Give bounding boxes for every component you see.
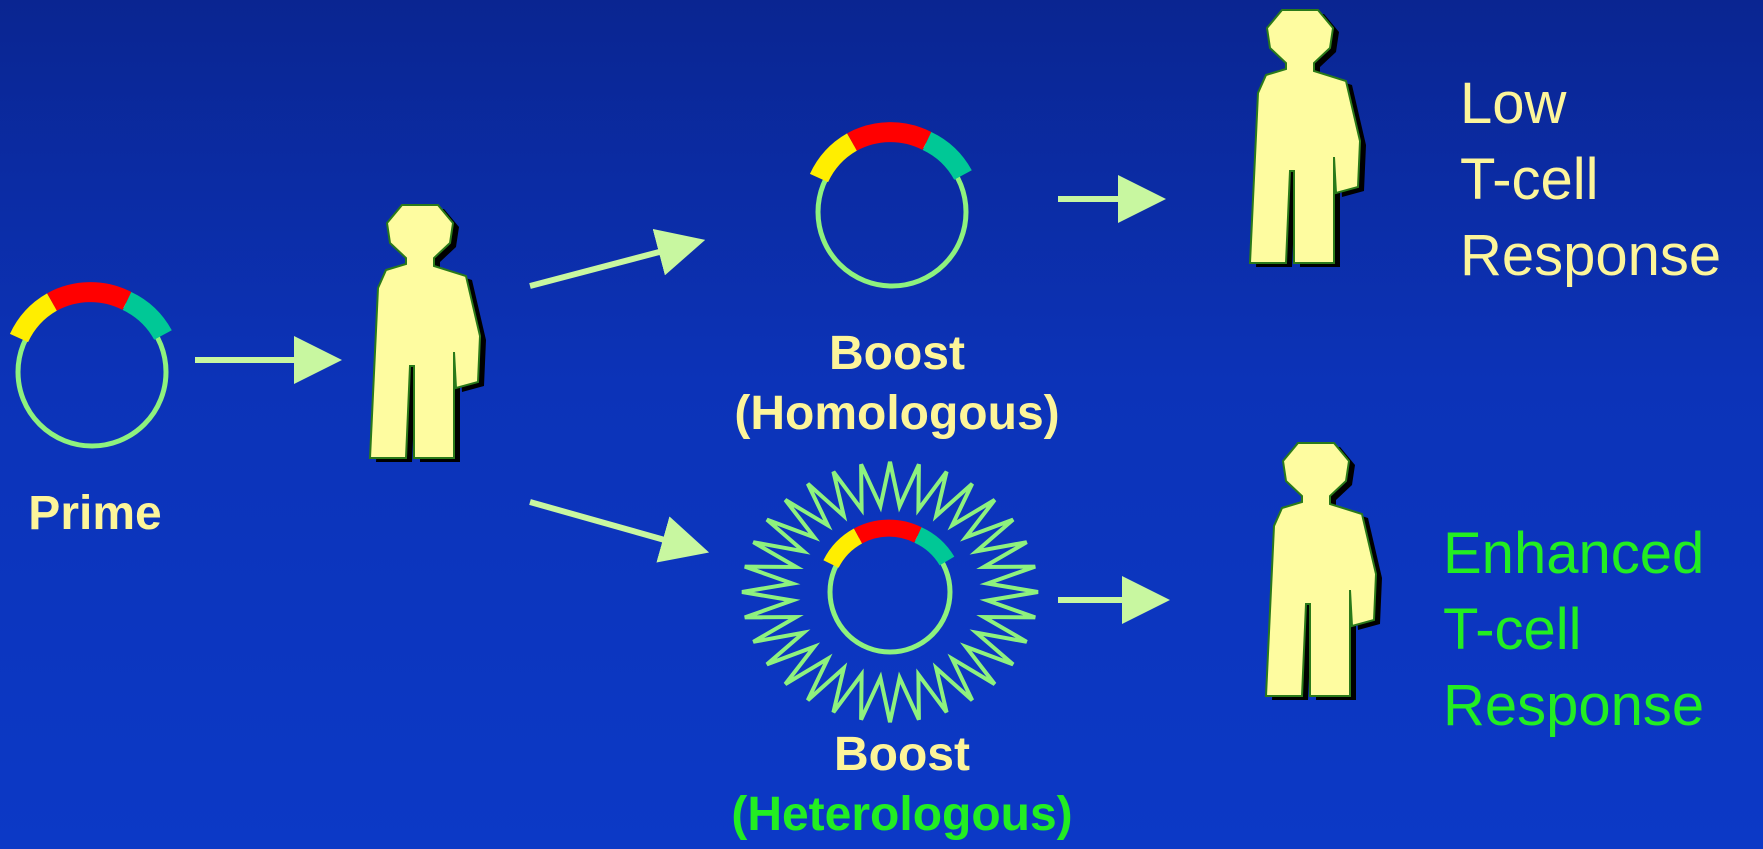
prime-label-text: Prime [0,484,190,544]
enhanced-response-person-icon [1266,443,1382,700]
prime-label: Prime [0,484,190,544]
low-response-label: Low T-cell Response [1460,66,1721,294]
boost-homologous-line2: (Homologous) [697,384,1097,444]
boost-heterologous-label: Boost (Heterologous) [697,725,1107,845]
enhanced-response-line2: T-cell [1443,592,1704,668]
boost-homologous-line1: Boost [697,324,1097,384]
low-response-line2: T-cell [1460,142,1721,218]
low-response-person-icon [1250,10,1366,267]
arrow-person-to-heterologous [530,502,686,546]
boost-heterologous-line2: (Heterologous) [697,785,1107,845]
low-response-line3: Response [1460,218,1721,294]
arrow-person-to-homologous [530,246,682,286]
low-response-line1: Low [1460,66,1721,142]
viral-vector-starburst-icon [742,462,1038,722]
prime-plasmid-icon [18,292,166,446]
boost-heterologous-line1: Boost [697,725,1107,785]
person-icon [370,205,486,462]
enhanced-response-line1: Enhanced [1443,516,1704,592]
boost-homologous-label: Boost (Homologous) [697,324,1097,444]
enhanced-response-label: Enhanced T-cell Response [1443,516,1704,744]
homologous-plasmid-icon [818,132,966,286]
enhanced-response-line3: Response [1443,668,1704,744]
